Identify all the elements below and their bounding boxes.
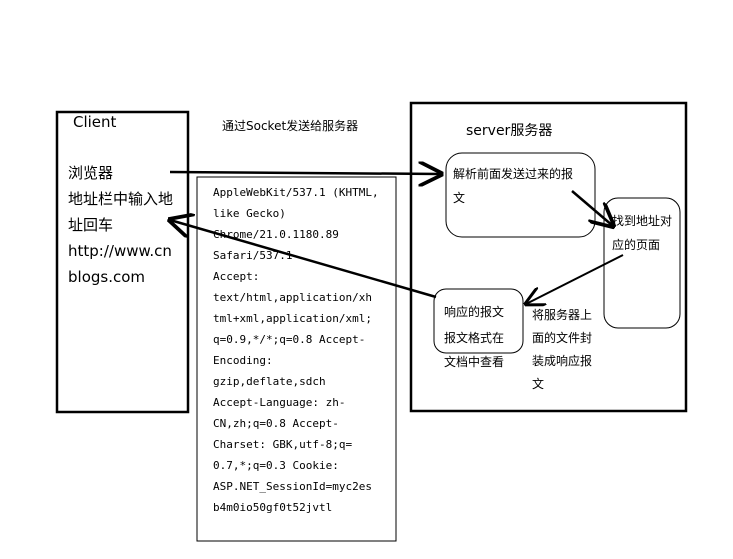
parse-box [445, 152, 596, 238]
doc-note: 文档中查看 [444, 355, 505, 369]
request-line: CN,zh;q=0.8 Accept- [213, 417, 339, 430]
response-arrow [170, 220, 437, 299]
find-page-box [603, 197, 681, 329]
client-line-2: 地址栏中输入地 [68, 190, 174, 208]
find-line-1: 找到地址对 [612, 214, 673, 228]
request-line: gzip,deflate,sdch [213, 375, 326, 388]
request-line: Charset: GBK,utf-8;q= [213, 438, 353, 451]
client-box [55, 110, 190, 414]
request-arrow [169, 172, 441, 174]
request-line: Chrome/21.0.1180.89 [213, 228, 339, 241]
request-line: b4m0io50gf0t52jvtl [213, 501, 333, 514]
server-title: server服务器 [466, 123, 553, 139]
wrap-line-1: 将服务器上 [532, 308, 593, 322]
request-line: text/html,application/xh [213, 291, 372, 304]
find-to-response-arrow [526, 254, 624, 304]
client-line-3: 址回车 [68, 216, 114, 234]
request-line: Safari/537.1 [213, 249, 293, 262]
request-line: ASP.NET_SessionId=myc2es [213, 480, 372, 493]
find-line-2: 应的页面 [612, 238, 661, 252]
parse-line-2: 文 [453, 191, 466, 205]
request-line: q=0.9,*/*;q=0.8 Accept- [213, 333, 366, 346]
request-line: like Gecko) [213, 207, 286, 220]
socket-label: 通过Socket发送给服务器 [222, 119, 359, 133]
request-line: Accept-Language: zh- [213, 396, 346, 409]
parse-to-find-arrow [571, 190, 613, 226]
parse-line-1: 解析前面发送过来的报 [453, 167, 574, 181]
client-line-1: 浏览器 [68, 164, 114, 182]
request-line: Accept: [213, 270, 260, 283]
wrap-line-2: 面的文件封 [532, 331, 593, 345]
response-box [433, 288, 524, 354]
response-line-2: 报文格式在 [444, 331, 505, 345]
request-line: Encoding: [213, 354, 273, 367]
wrap-line-3: 装成响应报 [532, 354, 593, 368]
request-line: AppleWebKit/537.1 (KHTML, [213, 186, 379, 199]
client-line-4: http://www.cn [68, 242, 172, 260]
client-title: Client [73, 113, 117, 131]
request-line: 0.7,*;q=0.3 Cookie: [213, 459, 339, 472]
request-line: tml+xml,application/xml; [213, 312, 372, 325]
wrap-line-4: 文 [532, 377, 545, 391]
client-line-5: blogs.com [68, 268, 146, 286]
response-line-1: 响应的报文 [444, 305, 505, 319]
server-box [409, 101, 688, 413]
